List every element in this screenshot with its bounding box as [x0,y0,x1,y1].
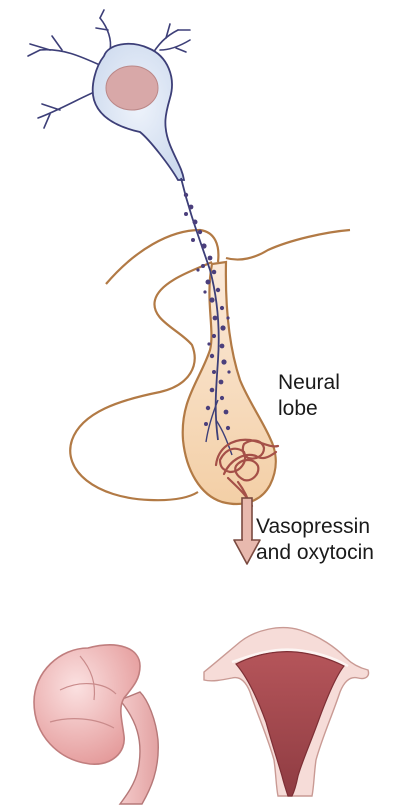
hormones-label-line2: and oxytocin [256,540,374,566]
infundibulum-left-line [106,230,218,284]
neural-lobe-label: Neural lobe [278,370,340,422]
neural-lobe [183,262,276,504]
kidney [34,645,158,804]
hormones-label: Vasopressin and oxytocin [256,514,374,566]
nucleus [106,66,158,110]
ureter [120,692,158,804]
neuron-cell-body [93,44,184,180]
neural-lobe-label-line2: lobe [278,396,340,422]
infundibulum-right-line [226,230,350,260]
hormones-label-line1: Vasopressin [256,514,374,540]
neural-lobe-label-line1: Neural [278,370,340,396]
uterus [204,628,369,796]
